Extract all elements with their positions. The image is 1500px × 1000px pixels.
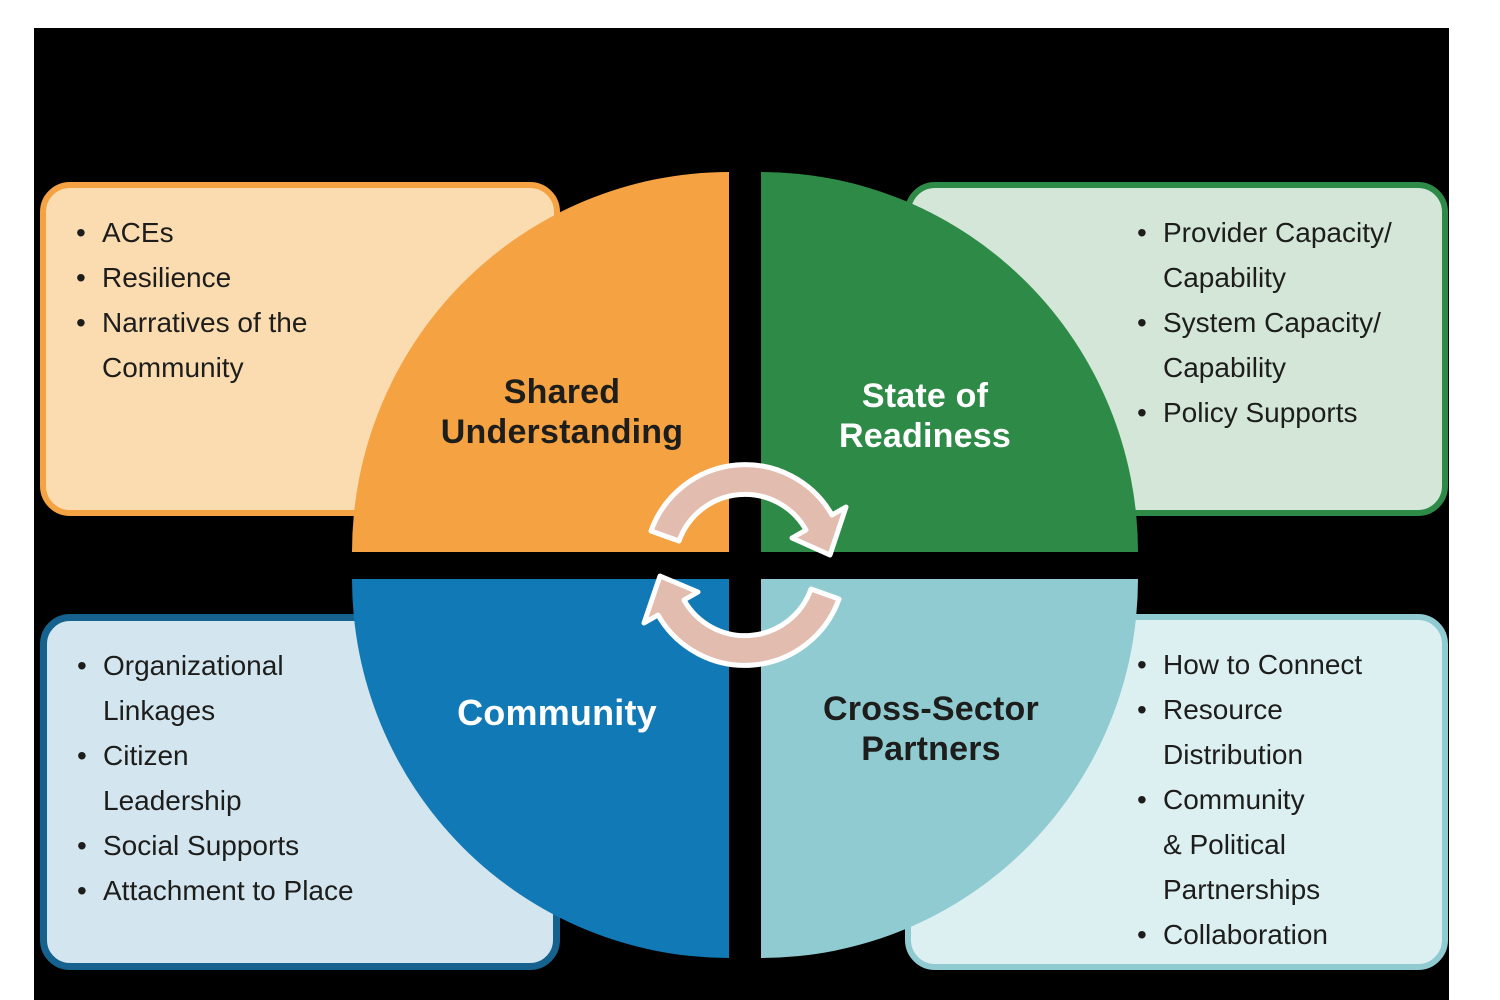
bullet-icon: • xyxy=(77,650,87,681)
bullet-icon: • xyxy=(1137,307,1147,338)
bullet-icon: • xyxy=(76,262,86,293)
callout-list: • Organizational Linkages • Citizen Lead… xyxy=(47,621,553,913)
list-item-text: How to Connect xyxy=(1163,649,1363,680)
list-item-text: Social Supports xyxy=(103,830,300,861)
list-item: • Organizational Linkages xyxy=(77,643,539,733)
list-item-text: System Capacity/ xyxy=(1163,307,1381,338)
quadrant-title-community: Community xyxy=(407,693,707,733)
title-line: Readiness xyxy=(839,417,1011,455)
quadrant-title-shared-understanding: Shared Understanding xyxy=(412,372,712,452)
list-item: • System Capacity/ Capability xyxy=(1137,300,1432,390)
quadrant-title-cross-sector-partners: Cross-Sector Partners xyxy=(781,689,1081,769)
list-item-text: Resource xyxy=(1163,694,1283,725)
list-item-text: Attachment to Place xyxy=(103,875,354,906)
list-item-text: Distribution xyxy=(1163,739,1304,770)
list-item-text: Capability xyxy=(1163,352,1286,383)
callout-list: • Provider Capacity/ Capability • System… xyxy=(911,188,1442,435)
list-item-text: Organizational xyxy=(103,650,284,681)
list-item-text: Leadership xyxy=(103,785,242,816)
list-item-text: Capability xyxy=(1163,262,1286,293)
bullet-icon: • xyxy=(76,217,86,248)
bullet-icon: • xyxy=(1137,217,1147,248)
list-item: • Narratives of the Community xyxy=(76,300,540,390)
title-line: Understanding xyxy=(440,413,684,451)
bullet-icon: • xyxy=(1137,694,1147,725)
list-item-text: Community xyxy=(102,352,244,383)
title-line: State of xyxy=(861,377,989,415)
title-line: Community xyxy=(457,692,657,733)
bullet-icon: • xyxy=(77,875,87,906)
list-item: • Provider Capacity/ Capability xyxy=(1137,210,1432,300)
bullet-icon: • xyxy=(1137,919,1147,950)
list-item-text: Policy Supports xyxy=(1163,397,1358,428)
list-item: • Collaboration xyxy=(1137,912,1432,957)
list-item: • Social Supports xyxy=(77,823,539,868)
list-item-text: Collaboration xyxy=(1163,919,1328,950)
callout-list: • ACEs • Resilience • Narratives of the … xyxy=(46,188,554,390)
title-line: Shared xyxy=(503,373,621,411)
list-item-text: Provider Capacity/ xyxy=(1163,217,1392,248)
page-margin-left xyxy=(0,0,34,1000)
callout-list: • How to Connect • Resource Distribution… xyxy=(911,620,1442,957)
bullet-icon: • xyxy=(77,830,87,861)
title-line: Cross-Sector xyxy=(823,690,1039,728)
list-item-text: Community xyxy=(1163,784,1305,815)
list-item-text: Linkages xyxy=(103,695,216,726)
bullet-icon: • xyxy=(1137,397,1147,428)
list-item: • Resilience xyxy=(76,255,540,300)
list-item: • Attachment to Place xyxy=(77,868,539,913)
list-item: • Citizen Leadership xyxy=(77,733,539,823)
list-item-text: Partnerships xyxy=(1163,874,1321,905)
bullet-icon: • xyxy=(1137,649,1147,680)
list-item: • Community & Political Partnerships xyxy=(1137,777,1432,912)
list-item: • How to Connect xyxy=(1137,642,1432,687)
title-line: Partners xyxy=(861,730,1001,768)
page-margin-top xyxy=(0,0,1500,28)
page-margin-right xyxy=(1449,0,1500,1000)
bullet-icon: • xyxy=(77,740,87,771)
list-item: • ACEs xyxy=(76,210,540,255)
list-item-text: Citizen xyxy=(103,740,189,771)
list-item-text: Resilience xyxy=(102,262,232,293)
quadrant-title-state-of-readiness: State of Readiness xyxy=(775,376,1075,456)
list-item: • Policy Supports xyxy=(1137,390,1432,435)
list-item-text: Narratives of the xyxy=(102,307,308,338)
list-item-text: ACEs xyxy=(102,217,174,248)
bullet-icon: • xyxy=(1137,784,1147,815)
bullet-icon: • xyxy=(76,307,86,338)
list-item: • Resource Distribution xyxy=(1137,687,1432,777)
list-item-text: & Political xyxy=(1163,829,1286,860)
